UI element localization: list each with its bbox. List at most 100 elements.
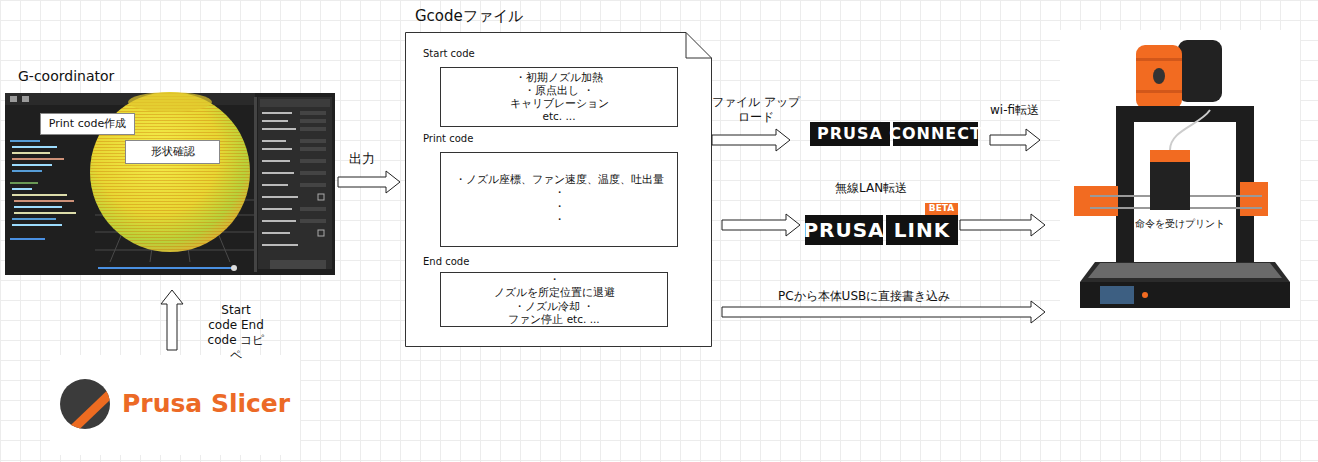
settings-panel: [262, 112, 292, 114]
edge-label: ファイル アップロード: [712, 95, 800, 125]
printer-art: [1178, 40, 1222, 102]
settings-panel: [300, 147, 326, 151]
prusa-slicer-logo-art: [50, 355, 300, 455]
settings-panel: [300, 207, 326, 211]
app-screenshot-art: [10, 96, 17, 102]
beta-badge: BETA: [925, 203, 958, 215]
code-lines: [12, 188, 32, 190]
printer-art: [1142, 292, 1148, 298]
code-lines: [12, 218, 56, 220]
printer-art: [1150, 150, 1190, 164]
callout-text: 形状確認: [126, 141, 219, 163]
code-lines: [14, 212, 76, 214]
service-logo: PRUSACONNECT: [810, 122, 978, 146]
settings-panel: [300, 119, 326, 123]
section-body: ・初期ノズル加熱 ・原点出し ・キャリブレーション etc. ...: [510, 71, 609, 124]
printer: 命令を受けプリント: [1065, 35, 1290, 315]
edge-label: PCから本体USBに直接書き込み: [778, 289, 950, 304]
printer-art: [1150, 162, 1190, 210]
paper-fold: [686, 33, 712, 59]
logo-text: Prusa Slicer: [122, 388, 290, 419]
code-lines: [12, 146, 57, 148]
settings-panel: [262, 120, 288, 122]
block-arrow: [960, 214, 1045, 236]
printer-art: [1116, 106, 1254, 276]
logo-word: PRUSA: [810, 122, 890, 146]
service-logo: 無線LAN転送PRUSALINKBETA: [805, 203, 958, 245]
settings-panel: [262, 128, 296, 130]
settings-panel: [262, 172, 294, 174]
app-screenshot-art: [5, 92, 335, 275]
printer-art: [1074, 186, 1118, 216]
app-screenshot-art: [98, 267, 232, 269]
sphere-model: [128, 92, 212, 112]
code-lines: [12, 152, 50, 154]
printer-art: [1100, 286, 1134, 304]
settings-panel: [262, 232, 290, 234]
logo-word: PRUSA: [805, 215, 883, 245]
settings-panel: [300, 111, 326, 115]
code-lines: [12, 170, 42, 172]
settings-panel: [300, 171, 326, 175]
printer-art: [1060, 30, 1300, 320]
prusa-slicer-logo-art: [70, 392, 112, 432]
printer-art: [1088, 263, 1282, 278]
code-lines: [14, 206, 62, 208]
code-lines: [10, 238, 45, 240]
settings-panel: [318, 230, 324, 236]
app-screenshot: G-coordinatorPrint code作成形状確認: [5, 93, 335, 275]
settings-panel: [318, 194, 324, 200]
app-screenshot-art: [22, 96, 29, 102]
logo-word: LINK: [886, 215, 958, 245]
settings-panel: [300, 127, 326, 131]
code-lines: [10, 140, 40, 142]
settings-panel: [300, 219, 326, 223]
code-lines: [12, 224, 62, 226]
block-arrow: [722, 301, 1045, 323]
code-lines: [12, 158, 64, 160]
app-screenshot-art: [5, 93, 335, 275]
software-logo: Prusa Slicer: [55, 360, 295, 450]
block-arrow: [712, 129, 790, 151]
settings-panel: [262, 160, 290, 162]
section-body: ・ノズル座標、ファン速度、温度、吐出量 ・ ・ ・: [444, 173, 674, 226]
logo-heading: 無線LAN転送: [835, 181, 907, 196]
edge-label: wi-fi転送: [990, 103, 1039, 118]
printer-art: [1080, 262, 1290, 282]
text-frame: ・ノズルを所定位置に退避 ・ノズル冷却 ・ファン停止 etc. ...: [440, 272, 668, 327]
printer-art: [1170, 110, 1210, 150]
settings-panel: [260, 99, 330, 107]
printer-caption: 命令を受けプリント: [1135, 218, 1225, 231]
settings-panel: [262, 184, 288, 186]
prusa-slicer-logo-art: [70, 392, 112, 432]
code-lines: [10, 182, 38, 184]
settings-panel: [258, 97, 332, 269]
callout-box: 形状確認: [125, 140, 220, 164]
edge-label: Start code End code コピペ: [205, 303, 267, 363]
printer-art: [1136, 58, 1182, 61]
code-section: End code ・ノズルを所定位置に退避 ・ノズル冷却 ・ファン停止 etc. …: [423, 256, 668, 328]
settings-panel: [262, 148, 292, 150]
code-section: Start code・初期ノズル加熱 ・原点出し ・キャリブレーション etc.…: [423, 48, 678, 128]
block-arrow: [161, 290, 183, 350]
paper-shape: [406, 33, 712, 347]
printer-art: [1136, 45, 1182, 109]
code-lines: [10, 140, 76, 240]
printer-art: [1060, 30, 1300, 320]
code-lines: [14, 200, 74, 202]
settings-panel: [300, 183, 326, 187]
section-title: End code: [423, 256, 469, 269]
app-title: G-coordinator: [18, 68, 114, 86]
printer-art: [1080, 282, 1290, 308]
settings-panel: [270, 260, 326, 269]
logo-word: CONNECT: [893, 122, 978, 146]
settings-panel: [262, 220, 296, 222]
block-arrow: [338, 171, 400, 193]
gcode-file: GcodeファイルStart code・初期ノズル加熱 ・原点出し ・キャリブレ…: [405, 32, 712, 347]
app-screenshot-art: [231, 265, 237, 271]
text-frame: ・初期ノズル加熱 ・原点出し ・キャリブレーション etc. ...: [440, 67, 678, 127]
settings-panel: [258, 97, 332, 269]
block-arrow: [722, 214, 800, 236]
